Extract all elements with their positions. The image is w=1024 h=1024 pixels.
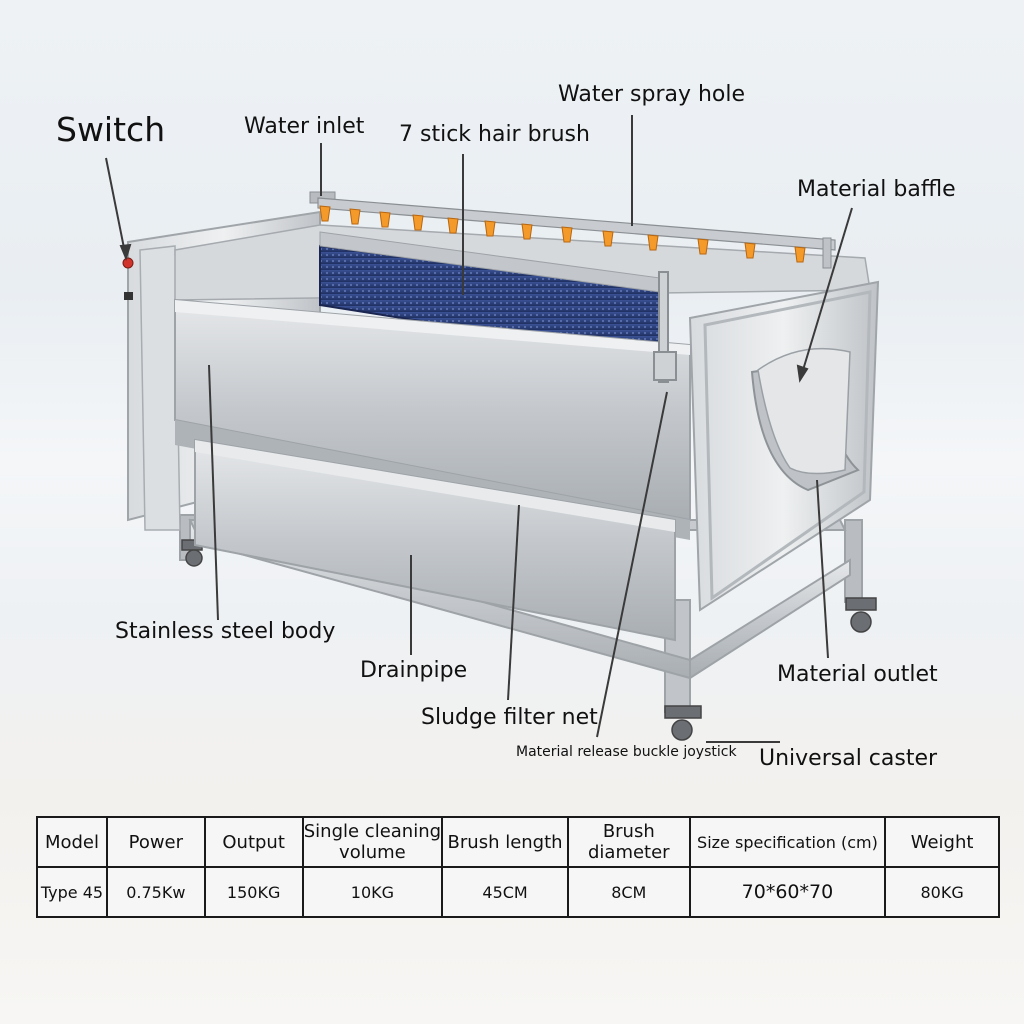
cell-weight: 80KG: [884, 866, 1000, 918]
label-water-spray-hole: Water spray hole: [558, 82, 746, 107]
header-brush-diameter: Brush diameter: [566, 816, 691, 868]
header-model: Model: [36, 816, 108, 868]
cell-output: 150KG: [203, 866, 304, 918]
callout-lines: [105, 115, 853, 743]
header-power: Power: [105, 816, 206, 868]
cell-brush-diameter: 8CM: [566, 866, 691, 918]
table-header-row: Model Power Output Single cleaning volum…: [36, 816, 1000, 868]
switch-led-icon[interactable]: [122, 257, 134, 269]
cell-power: 0.75Kw: [105, 866, 206, 918]
label-material-baffle: Material baffle: [797, 177, 956, 202]
label-material-outlet: Material outlet: [777, 662, 938, 687]
spec-table: Model Power Output Single cleaning volum…: [36, 816, 1000, 918]
table-row: Type 45 0.75Kw 150KG 10KG 45CM 8CM 70*60…: [36, 866, 1000, 918]
label-drainpipe: Drainpipe: [360, 658, 468, 683]
material-outlet-chute: [750, 347, 860, 492]
label-sludge-filter-net: Sludge filter net: [421, 705, 598, 730]
label-universal-caster: Universal caster: [759, 746, 938, 771]
label-stainless-steel-body: Stainless steel body: [115, 619, 336, 644]
label-material-release-joystick: Material release buckle joystick: [516, 744, 737, 760]
header-output: Output: [203, 816, 304, 868]
switch-socket-icon: [124, 292, 133, 300]
washing-machine-illustration: [105, 115, 880, 743]
cell-single-cleaning-volume: 10KG: [301, 866, 444, 918]
header-weight: Weight: [884, 816, 1000, 868]
joystick-icon[interactable]: [653, 271, 677, 383]
label-water-inlet: Water inlet: [244, 114, 365, 139]
header-single-cleaning-volume: Single cleaning volume: [301, 816, 444, 868]
label-switch: Switch: [56, 110, 166, 149]
spray-bar: [309, 191, 836, 269]
header-size-specification: Size specification (cm): [688, 816, 887, 868]
cell-brush-length: 45CM: [441, 866, 569, 918]
cell-size-specification: 70*60*70: [688, 866, 887, 918]
caster-icons: [181, 539, 877, 741]
label-hair-brush: 7 stick hair brush: [399, 122, 590, 147]
spray-nozzle-icons: [319, 205, 806, 263]
cell-model: Type 45: [36, 866, 108, 918]
header-brush-length: Brush length: [441, 816, 569, 868]
